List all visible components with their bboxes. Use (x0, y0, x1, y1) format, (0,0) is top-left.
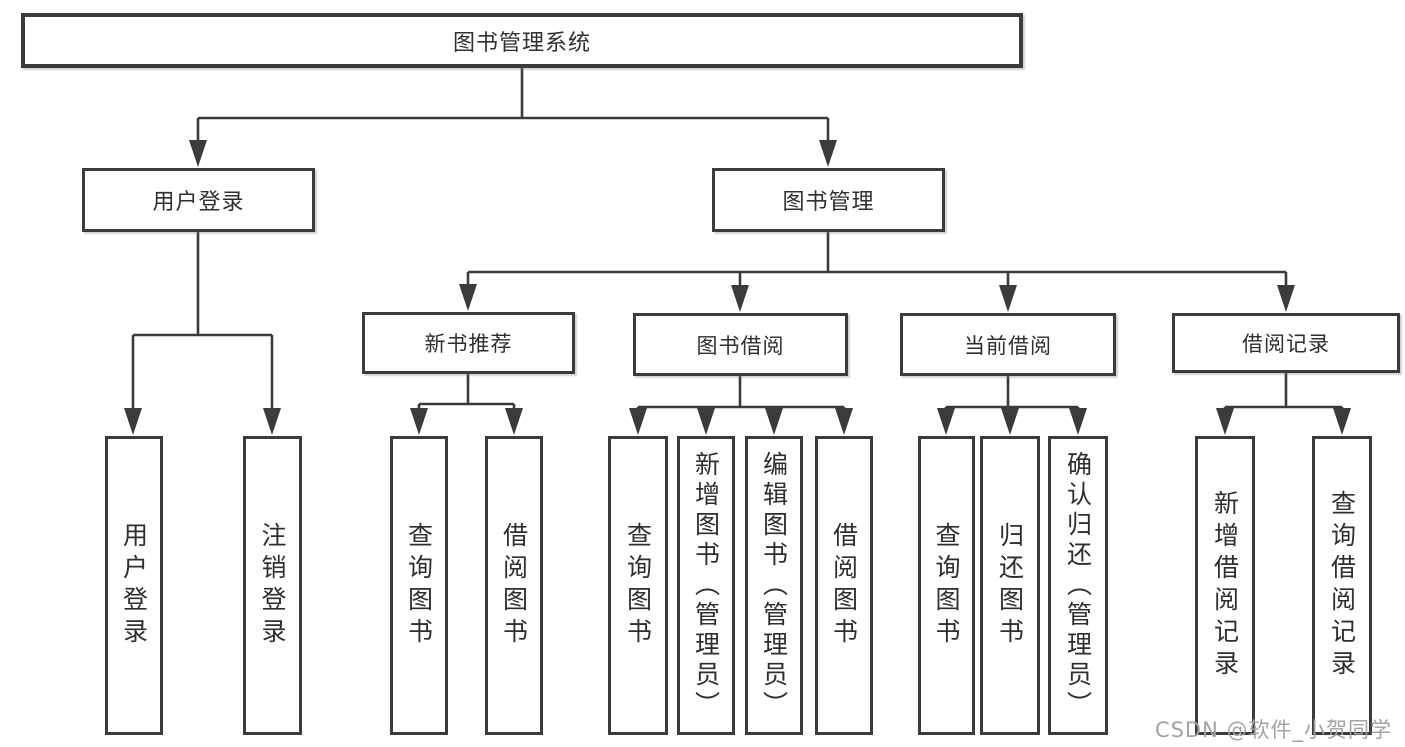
leaf-query-books-recommend: 查询图书 (390, 436, 448, 735)
arrowhead (410, 408, 428, 435)
arrowhead (1277, 285, 1295, 312)
arrowhead (459, 284, 477, 311)
leaf-borrow-books-recommend: 借阅图书 (485, 436, 543, 735)
leaf-add-books-admin: 新增图书（管理员） (677, 436, 735, 735)
leaf-edit-books-admin: 编辑图书（管理员） (745, 436, 803, 735)
connector-bookborrow-to-leaves (636, 376, 846, 418)
arrowhead (629, 408, 647, 435)
connector-root-to-level2 (196, 68, 830, 150)
arrowhead (697, 408, 715, 435)
leaf-borrow-books: 借阅图书 (815, 436, 873, 735)
arrowhead (505, 408, 523, 435)
arrowhead (819, 140, 837, 167)
node-book-borrow: 图书借阅 (633, 313, 848, 376)
csdn-watermark: CSDN @软件_小贺同学 (1154, 718, 1392, 742)
node-borrow-records: 借阅记录 (1172, 313, 1400, 373)
leaf-confirm-return-admin: 确认归还（管理员） (1048, 436, 1108, 735)
connector-records-to-leaves (1223, 373, 1344, 418)
arrowhead (1216, 408, 1234, 435)
arrowhead (835, 408, 853, 435)
arrowhead (1333, 408, 1351, 435)
arrowhead (731, 285, 749, 312)
leaf-query-books-borrow: 查询图书 (608, 436, 668, 735)
node-user-login: 用户登录 (82, 168, 315, 232)
leaf-query-borrow-record: 查询借阅记录 (1312, 436, 1372, 735)
arrowhead (189, 140, 207, 167)
leaf-return-books: 归还图书 (980, 436, 1040, 735)
node-current-borrow: 当前借阅 (900, 313, 1116, 376)
leaf-logout: 注销登录 (243, 436, 302, 735)
arrowhead (1001, 408, 1019, 435)
arrowhead (1069, 408, 1087, 435)
arrowhead (765, 408, 783, 435)
connector-userlogin-to-leaves (131, 232, 274, 418)
arrowhead (263, 408, 281, 435)
connector-bookmgmt-to-level3 (466, 232, 1288, 292)
arrowhead (999, 285, 1017, 312)
connector-recommend-to-leaves (417, 374, 516, 418)
node-library-management-system: 图书管理系统 (21, 13, 1023, 68)
leaf-query-books-current: 查询图书 (918, 436, 975, 735)
leaf-user-login: 用户登录 (105, 436, 163, 735)
arrowhead (124, 408, 142, 435)
arrowhead (937, 408, 955, 435)
leaf-add-borrow-record: 新增借阅记录 (1195, 436, 1255, 735)
node-new-book-recommend: 新书推荐 (362, 312, 575, 374)
node-book-management: 图书管理 (712, 168, 945, 232)
